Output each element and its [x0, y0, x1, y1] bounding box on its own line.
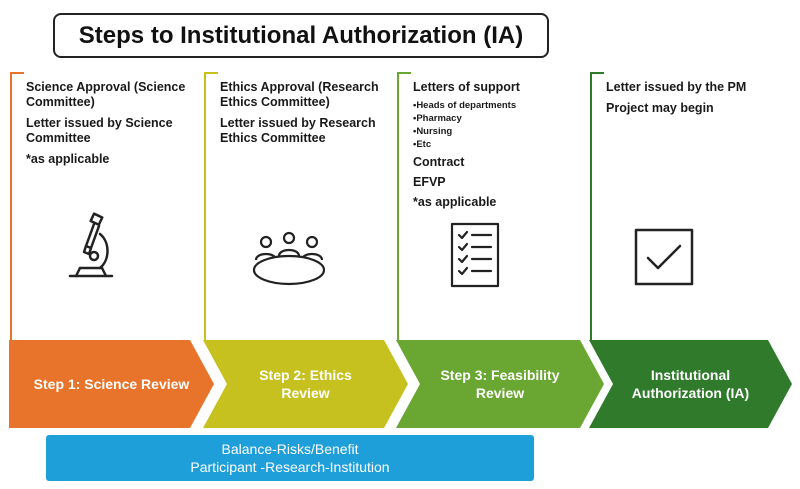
balance-line1: Balance-Risks/Benefit — [221, 441, 359, 457]
step2-label-line1: Step 2: Ethics — [259, 367, 352, 383]
step4-label-line2: Authorization (IA) — [631, 385, 750, 401]
step4-label-line1: Institutional — [650, 367, 731, 383]
step4-institutional-authorization: Institutional Authorization (IA) — [589, 340, 792, 428]
balance-box: Balance-Risks/Benefit Participant -Resea… — [46, 435, 534, 481]
step4-line: Letter issued by the PM — [606, 80, 747, 94]
step3-label-line2: Review — [475, 385, 525, 401]
step2-line: Letter issued by Research Ethics Committ… — [220, 116, 376, 145]
step1-line: *as applicable — [26, 152, 110, 166]
step1-bracket — [10, 72, 24, 342]
step3-subitem: •Nursing — [413, 126, 453, 137]
step3-line: Contract — [413, 155, 465, 169]
step1-line: Letter issued by Science Committee — [26, 116, 173, 145]
step3-line: EFVP — [413, 175, 446, 189]
step4-requirements: Letter issued by the PM Project may begi… — [606, 80, 786, 122]
step3-subitem: •Etc — [413, 139, 432, 150]
step4-line: Project may begin — [606, 101, 714, 115]
step2-requirements: Ethics Approval (Research Ethics Committ… — [220, 80, 390, 152]
step1-science-review: Step 1: Science Review — [9, 340, 214, 428]
step2-line: Ethics Approval (Research Ethics Committ… — [220, 80, 379, 109]
meeting-table-icon — [252, 231, 326, 286]
step2-ethics-review: Step 2: Ethics Review — [203, 340, 408, 428]
step1-requirements: Science Approval (Science Committee) Let… — [26, 80, 196, 173]
step3-line: Letters of support — [413, 80, 520, 94]
step1-line: Science Approval (Science Committee) — [26, 80, 186, 109]
step4-bracket — [590, 72, 604, 342]
step3-bracket — [397, 72, 411, 342]
step2-label-line2: Review — [281, 385, 330, 401]
step3-subitem: •Pharmacy — [413, 113, 462, 124]
step1-label: Step 1: Science Review — [33, 376, 190, 392]
microscope-icon — [68, 212, 114, 278]
step3-requirements: Letters of support •Heads of departments… — [413, 80, 588, 216]
step3-label-line1: Step 3: Feasibility — [440, 367, 560, 383]
diagram-title: Steps to Institutional Authorization (IA… — [53, 13, 549, 58]
balance-line2: Participant -Research-Institution — [190, 459, 390, 475]
step3-line: *as applicable — [413, 195, 497, 209]
checklist-icon — [450, 222, 500, 288]
checkbox-checked-icon — [634, 228, 694, 286]
step3-feasibility-review: Step 3: Feasibility Review — [396, 340, 604, 428]
step3-subitem: •Heads of departments — [413, 100, 517, 111]
step2-bracket — [204, 72, 218, 342]
